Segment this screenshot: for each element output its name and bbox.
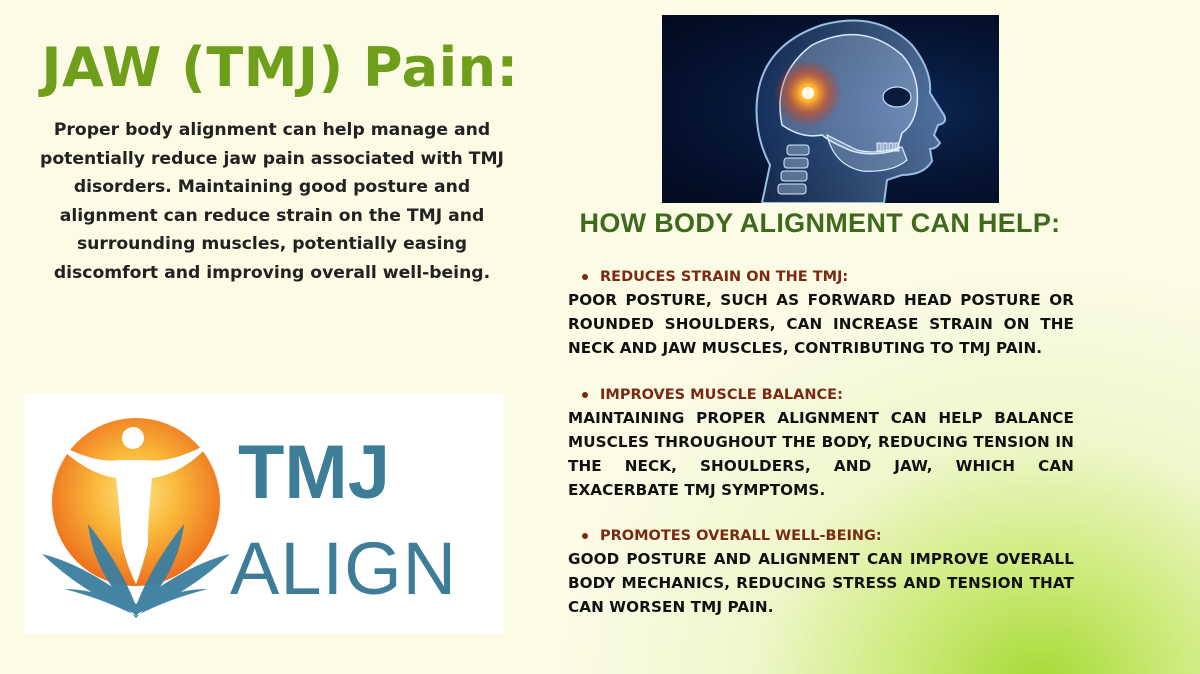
- benefit-body: POOR POSTURE, SUCH AS FORWARD HEAD POSTU…: [568, 291, 1074, 357]
- benefit-body: GOOD POSTURE AND ALIGNMENT CAN IMPROVE O…: [568, 550, 1074, 616]
- bullet-icon: [582, 392, 588, 398]
- benefit-heading: PROMOTES OVERALL WELL-BEING:: [582, 525, 1074, 547]
- help-heading: HOW BODY ALIGNMENT CAN HELP:: [579, 208, 1061, 238]
- tmj-align-logo: TMJ ALIGN: [24, 394, 504, 634]
- benefit-body: MAINTAINING PROPER ALIGNMENT CAN HELP BA…: [568, 409, 1074, 499]
- logo-line2: ALIGN: [230, 527, 457, 610]
- benefit-item: PROMOTES OVERALL WELL-BEING: GOOD POSTUR…: [568, 525, 1074, 619]
- benefit-item: REDUCES STRAIN ON THE TMJ: POOR POSTURE,…: [568, 266, 1074, 360]
- intro-paragraph: Proper body alignment can help manage an…: [40, 120, 504, 283]
- benefit-item: IMPROVES MUSCLE BALANCE: MAINTAINING PRO…: [568, 384, 1074, 502]
- benefit-heading: REDUCES STRAIN ON THE TMJ:: [582, 266, 1074, 288]
- lotus-icon: [42, 524, 230, 618]
- logo-line1: TMJ: [238, 430, 390, 515]
- bullet-icon: [582, 274, 588, 280]
- page-title: JAW (TMJ) Pain:: [41, 36, 519, 99]
- benefit-heading: IMPROVES MUSCLE BALANCE:: [582, 384, 1074, 406]
- figure-icon: [54, 427, 214, 584]
- skull-xray-image: [662, 15, 999, 203]
- bullet-icon: [582, 533, 588, 539]
